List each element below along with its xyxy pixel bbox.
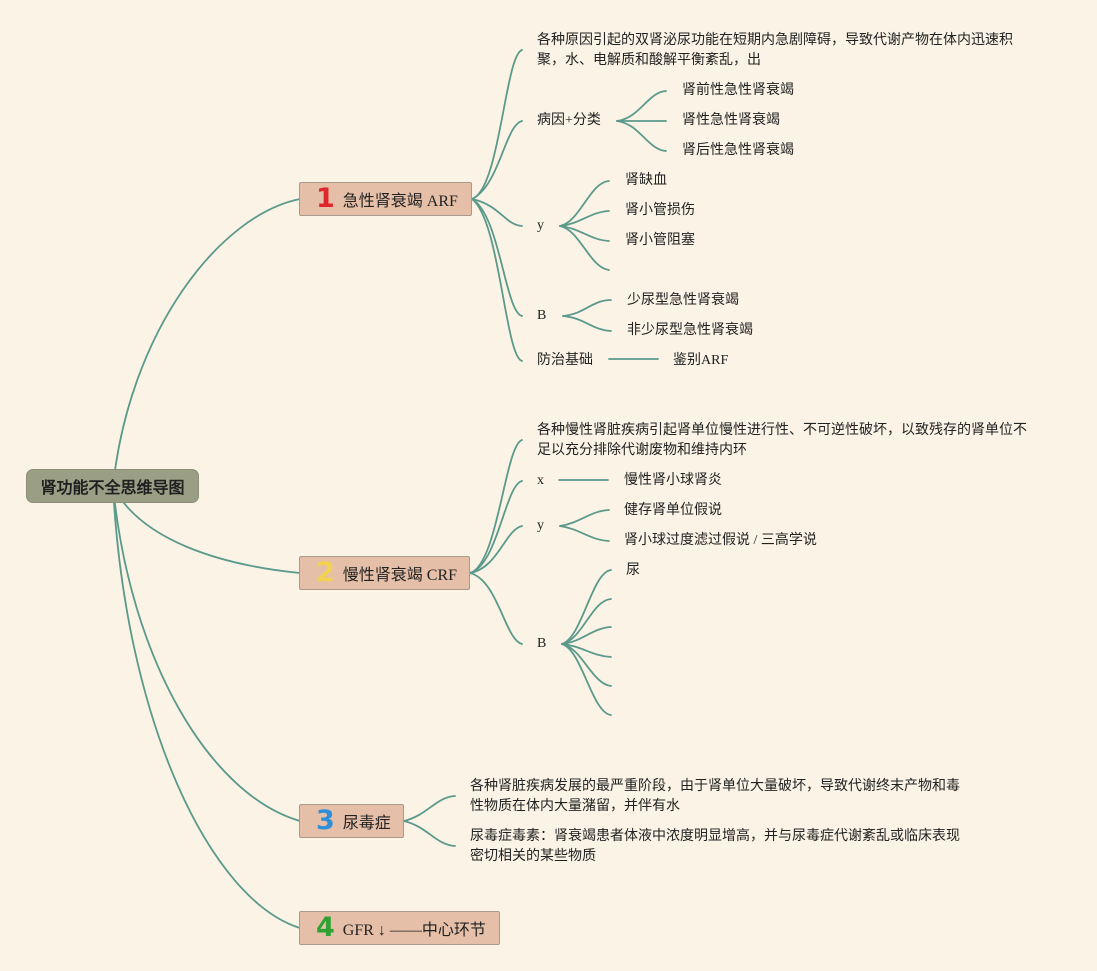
- link-crf-b-1: [561, 569, 612, 645]
- link-uremia-definition: [403, 795, 456, 822]
- arf-prevention-item: 鉴别ARF: [673, 353, 729, 368]
- number-1-icon: 1: [316, 182, 335, 214]
- link-crf-y: [469, 525, 523, 574]
- link-crf-y-1: [559, 509, 610, 527]
- link-crf-definition: [469, 439, 523, 574]
- branch-crf-label: 慢性肾衰竭 CRF: [342, 567, 458, 584]
- link-root-arf: [112, 198, 301, 487]
- arf-y-item: 肾小管阻塞: [625, 233, 695, 248]
- link-arf-b-2: [562, 315, 612, 332]
- branch-uremia-label: 尿毒症: [342, 815, 391, 832]
- crf-x-label: x: [537, 473, 544, 488]
- arf-definition: 各种原因引起的双肾泌尿功能在短期内急剧障碍，导致代谢产物在体内迅速积聚，水、电解…: [537, 33, 1013, 68]
- link-root-gfr: [112, 485, 301, 929]
- link-uremia-toxin: [403, 820, 456, 847]
- root-node[interactable]: 肾功能不全思维导图: [26, 469, 199, 503]
- link-arf-definition: [471, 49, 523, 200]
- crf-x-item: 慢性肾小球肾炎: [624, 473, 722, 488]
- link-root-crf: [112, 485, 301, 574]
- link-arf-cause: [471, 120, 523, 200]
- arf-cause-item: 肾性急性肾衰竭: [682, 113, 780, 128]
- uremia-toxin: 尿毒症毒素：肾衰竭患者体液中浓度明显增高，并与尿毒症代谢紊乱或临床表现密切相关的…: [470, 829, 960, 864]
- link-cause-1: [616, 90, 667, 122]
- arf-cause-label: 病因+分类: [537, 113, 601, 128]
- branch-gfr-label: GFR ↓ ——中心环节: [342, 922, 486, 939]
- arf-y-item: 肾缺血: [625, 173, 667, 188]
- link-crf-y-2: [559, 525, 610, 542]
- link-arf-y-4: [559, 225, 610, 271]
- number-4-icon: 4: [316, 911, 335, 943]
- crf-y-label: y: [537, 518, 544, 533]
- branch-uremia[interactable]: 3 尿毒症: [299, 804, 404, 838]
- arf-b-item: 非少尿型急性肾衰竭: [627, 323, 753, 338]
- link-crf-b-4: [561, 643, 612, 658]
- arf-b-item: 少尿型急性肾衰竭: [627, 293, 739, 308]
- arf-y-label: y: [537, 218, 544, 233]
- uremia-definition: 各种肾脏疾病发展的最严重阶段，由于肾单位大量破坏，导致代谢终末产物和毒性物质在体…: [470, 779, 960, 814]
- crf-definition: 各种慢性肾脏疾病引起肾单位慢性进行性、不可逆性破坏，以致残存的肾单位不足以充分排…: [537, 423, 1027, 458]
- link-crf-b-3: [561, 626, 612, 645]
- crf-b-item: 尿: [626, 563, 640, 578]
- arf-cause-item: 肾前性急性肾衰竭: [682, 83, 794, 98]
- root-label: 肾功能不全思维导图: [40, 478, 185, 497]
- link-root-uremia: [112, 485, 301, 822]
- link-arf-y-1: [559, 180, 610, 227]
- number-3-icon: 3: [316, 804, 335, 836]
- link-arf-b: [471, 198, 523, 317]
- arf-cause-item: 肾后性急性肾衰竭: [682, 143, 794, 158]
- branch-arf-label: 急性肾衰竭 ARF: [342, 193, 458, 210]
- arf-b-label: B: [537, 308, 547, 323]
- crf-y-item: 肾小球过度滤过假说 / 三高学说: [624, 533, 817, 548]
- crf-b-label: B: [537, 636, 547, 651]
- crf-y-item: 健存肾单位假说: [624, 503, 722, 518]
- link-crf-b: [469, 572, 523, 645]
- link-arf-prevention: [471, 198, 523, 362]
- link-arf-b-1: [562, 299, 612, 317]
- branch-arf[interactable]: 1 急性肾衰竭 ARF: [299, 182, 472, 216]
- arf-prevention-label: 防治基础: [537, 353, 593, 368]
- link-arf-y: [471, 198, 523, 227]
- link-arf-y-2: [559, 210, 610, 227]
- link-cause-3: [616, 120, 667, 152]
- link-crf-x: [469, 480, 523, 574]
- link-crf-b-6: [561, 643, 612, 716]
- arf-y-item: 肾小管损伤: [625, 203, 695, 218]
- number-2-icon: 2: [316, 556, 335, 588]
- branch-crf[interactable]: 2 慢性肾衰竭 CRF: [299, 556, 470, 590]
- branch-gfr[interactable]: 4 GFR ↓ ——中心环节: [299, 911, 500, 945]
- link-crf-b-2: [561, 598, 612, 645]
